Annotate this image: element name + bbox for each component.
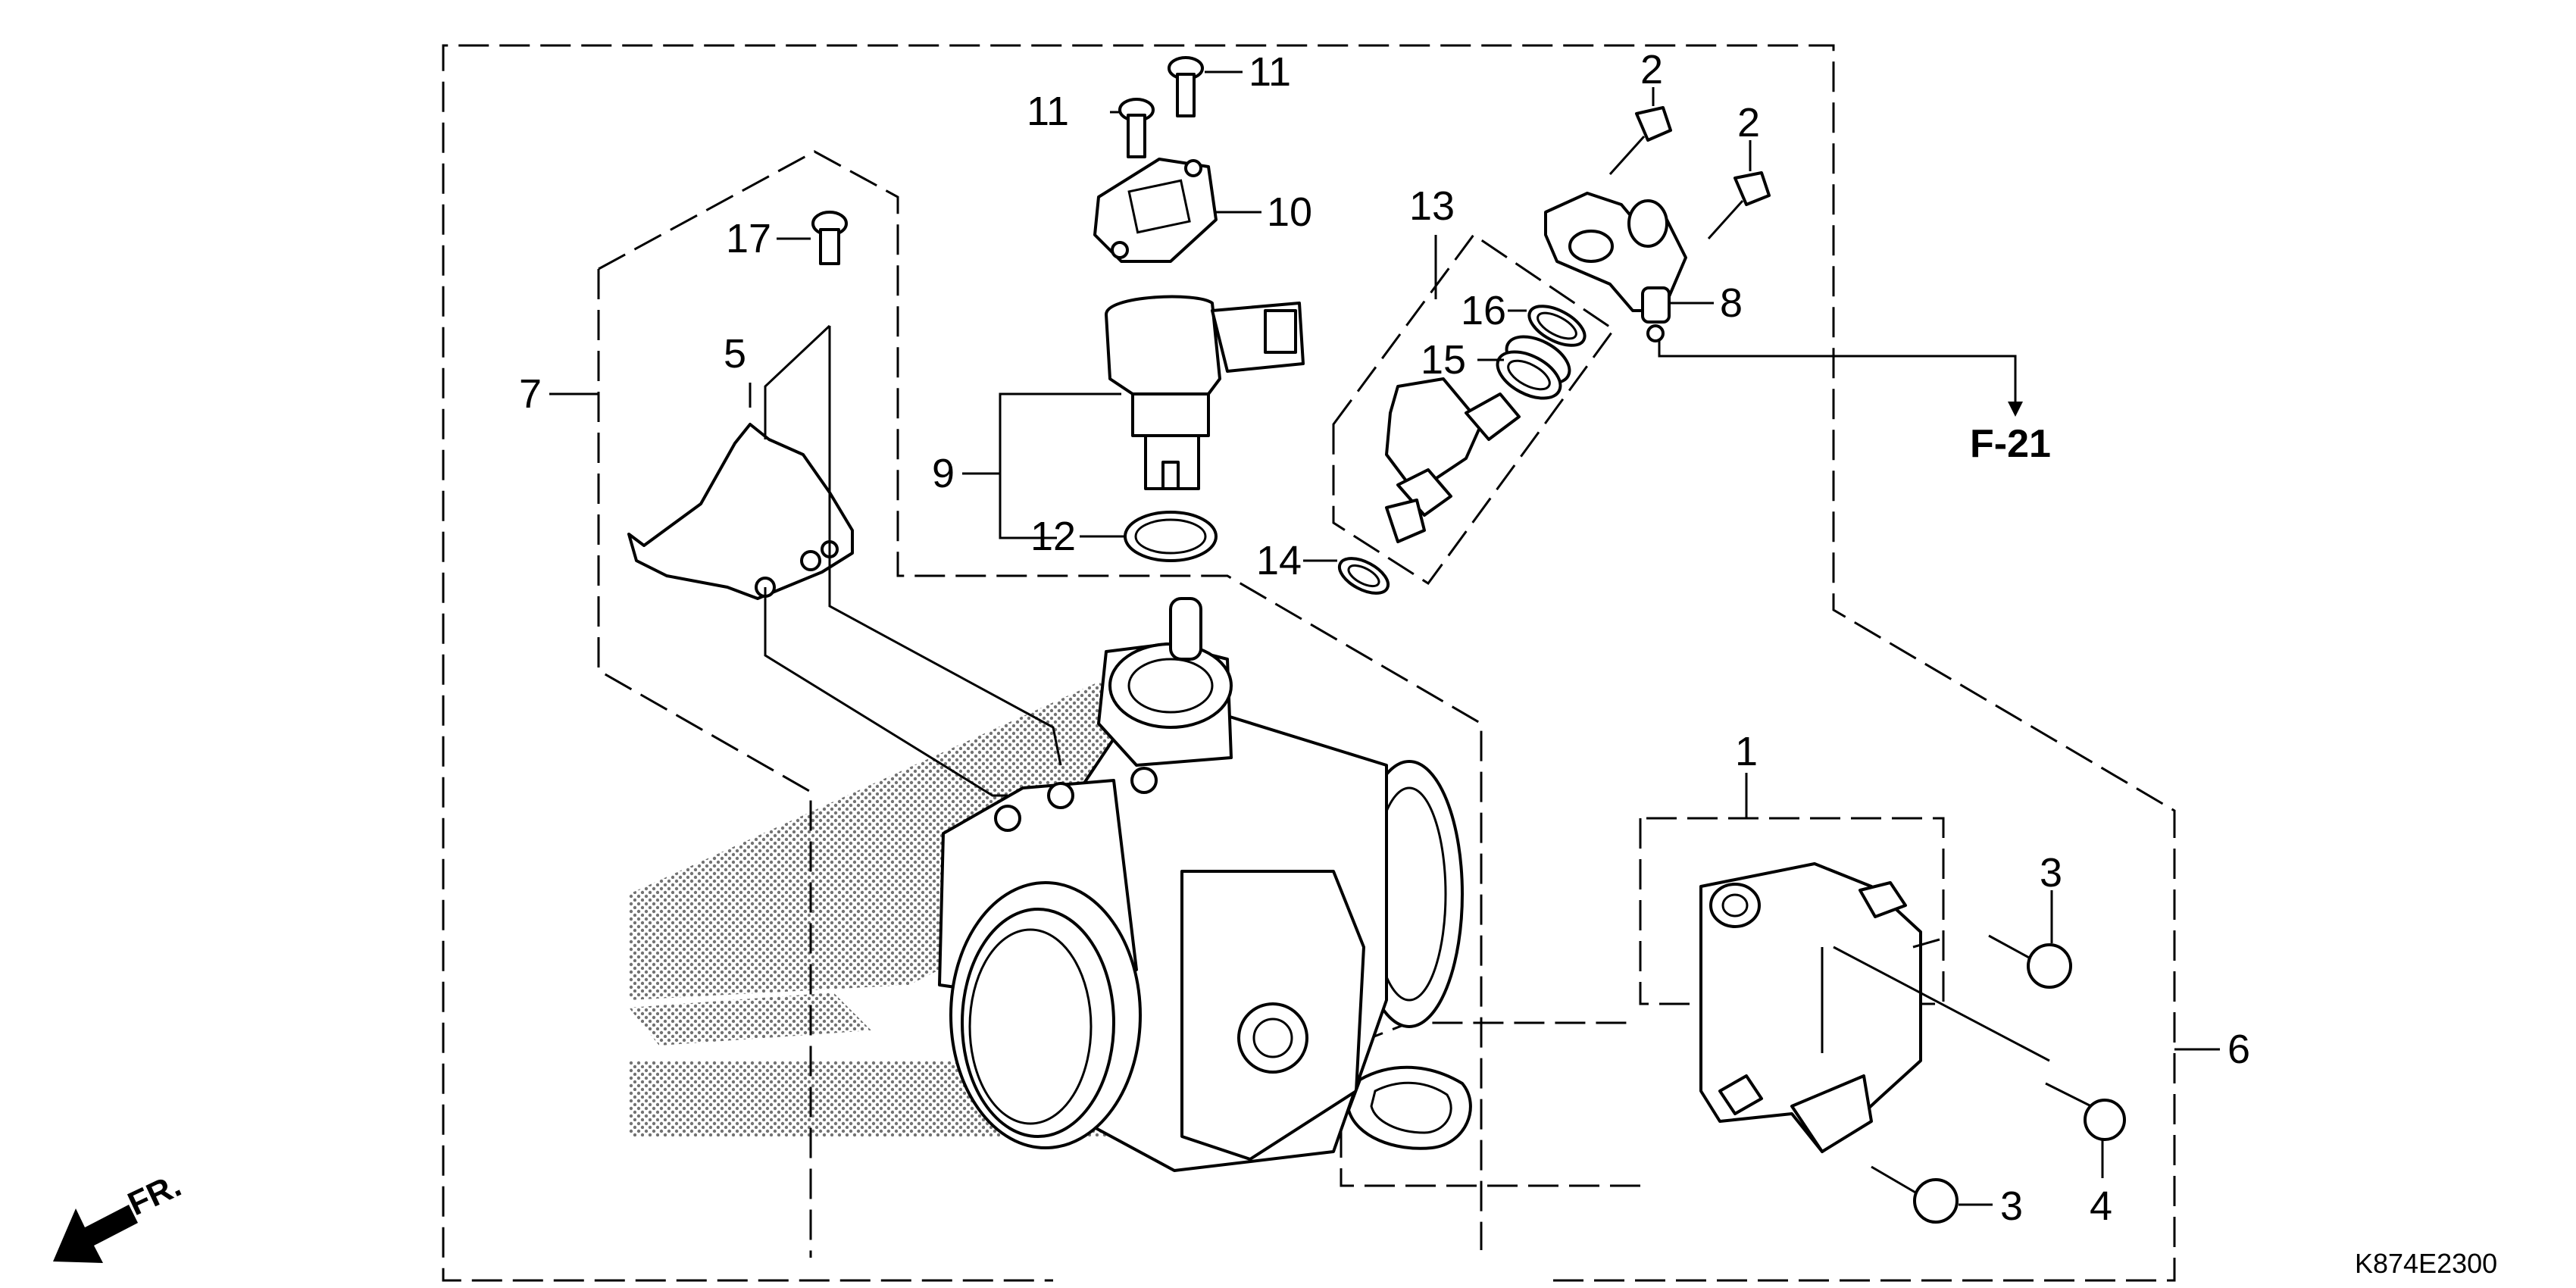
callout-2-lower: 2 (1737, 100, 1760, 145)
throttle-body (938, 597, 1464, 1172)
callout-4: 4 (2090, 1183, 2112, 1229)
bolt-part-2-upper (1608, 87, 1672, 176)
callout-13: 13 (1409, 183, 1455, 229)
callout-11-left: 11 (1027, 89, 1069, 134)
callout-6: 6 (2227, 1027, 2250, 1072)
callout-16: 16 (1461, 288, 1506, 333)
callout-17: 17 (726, 216, 771, 261)
callout-9: 9 (932, 451, 955, 496)
callout-14: 14 (1256, 538, 1302, 583)
oring-part-14 (1337, 557, 1390, 595)
screw-part-3-upper (1988, 934, 2072, 989)
screw-part-17 (811, 211, 848, 265)
fuel-joint-part-8 (1544, 192, 1687, 342)
reference-line-f21 (1658, 341, 2017, 405)
callout-8: 8 (1720, 280, 1743, 326)
assembly-boundary-6 (442, 44, 2176, 1282)
screw-part-11-left (1118, 98, 1155, 158)
callout-12: 12 (1030, 514, 1076, 559)
injector-group-boundary-13 (1332, 233, 1616, 586)
sensor-part-1 (1699, 862, 1922, 1153)
callout-7: 7 (519, 371, 542, 417)
bracket-part-5 (627, 423, 854, 600)
callout-11-right: 11 (1249, 49, 1291, 95)
oring-part-16 (1527, 305, 1587, 347)
injector-part-13 (1385, 377, 1521, 543)
gasket (1347, 1065, 1472, 1150)
screw-part-11-right (1168, 56, 1204, 117)
oring-part-12 (1124, 511, 1218, 562)
callout-2-upper: 2 (1640, 47, 1663, 92)
callout-5: 5 (724, 331, 746, 377)
reference-f21: F-21 (1970, 422, 2051, 466)
front-direction-arrow-icon (53, 1205, 138, 1263)
screw-part-3-lower (1871, 1165, 1959, 1224)
callout-3-lower: 3 (2000, 1183, 2023, 1229)
diagram-code: K874E2300 (2355, 1248, 2497, 1279)
bolt-part-2-lower (1707, 140, 1771, 240)
bracket-group-boundary-7 (598, 150, 1483, 1250)
callout-15: 15 (1421, 337, 1466, 383)
sensor-part-9 (1105, 295, 1305, 490)
callout-3-upper: 3 (2040, 850, 2062, 896)
plate-part-10 (1093, 158, 1218, 263)
callout-1: 1 (1735, 729, 1758, 774)
screw-part-4 (2045, 1082, 2126, 1141)
callout-10: 10 (1267, 189, 1312, 235)
